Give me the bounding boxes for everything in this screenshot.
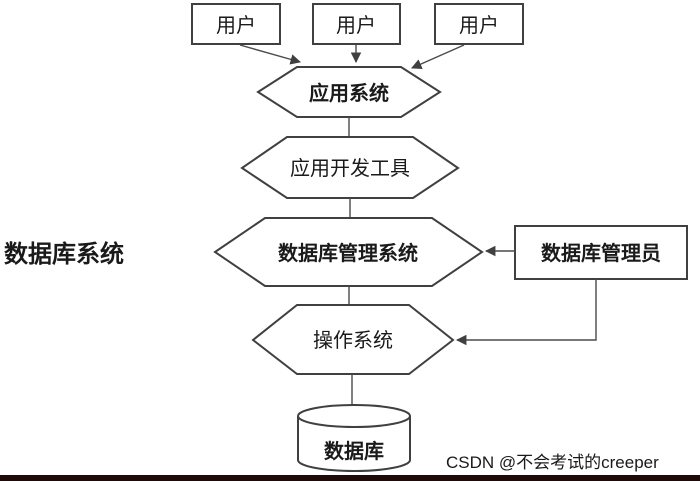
dev-tool-label: 应用开发工具 <box>290 157 410 180</box>
dbms-hexagon <box>213 217 484 287</box>
app-system-label: 应用系统 <box>309 81 389 105</box>
database-cylinder-top <box>297 404 411 428</box>
database-label: 数据库 <box>324 439 384 463</box>
user-box-2-label: 用户 <box>336 14 376 37</box>
dev-tool-hexagon <box>240 136 460 199</box>
user-box-2 <box>312 3 401 45</box>
dba-label: 数据库管理员 <box>541 241 661 265</box>
dba-box <box>514 225 688 280</box>
database-cylinder-body <box>297 416 411 472</box>
os-label: 操作系统 <box>313 329 393 352</box>
user-box-1 <box>191 3 281 45</box>
side-label-database-system: 数据库系统 <box>4 240 124 268</box>
app-system-hexagon <box>256 66 442 118</box>
arrow-user1-to-app-system <box>239 44 302 65</box>
user-box-1-label: 用户 <box>216 14 256 37</box>
arrow-dba-to-os <box>455 279 597 346</box>
user-box-3-label: 用户 <box>459 14 499 37</box>
arrow-user3-to-app-system <box>411 44 465 69</box>
dbms-label: 数据库管理系统 <box>278 241 418 265</box>
bottom-bar <box>0 475 700 481</box>
user-box-3 <box>434 3 524 45</box>
os-hexagon <box>251 304 455 375</box>
watermark-text: CSDN @不会考试的creeper <box>446 453 659 472</box>
